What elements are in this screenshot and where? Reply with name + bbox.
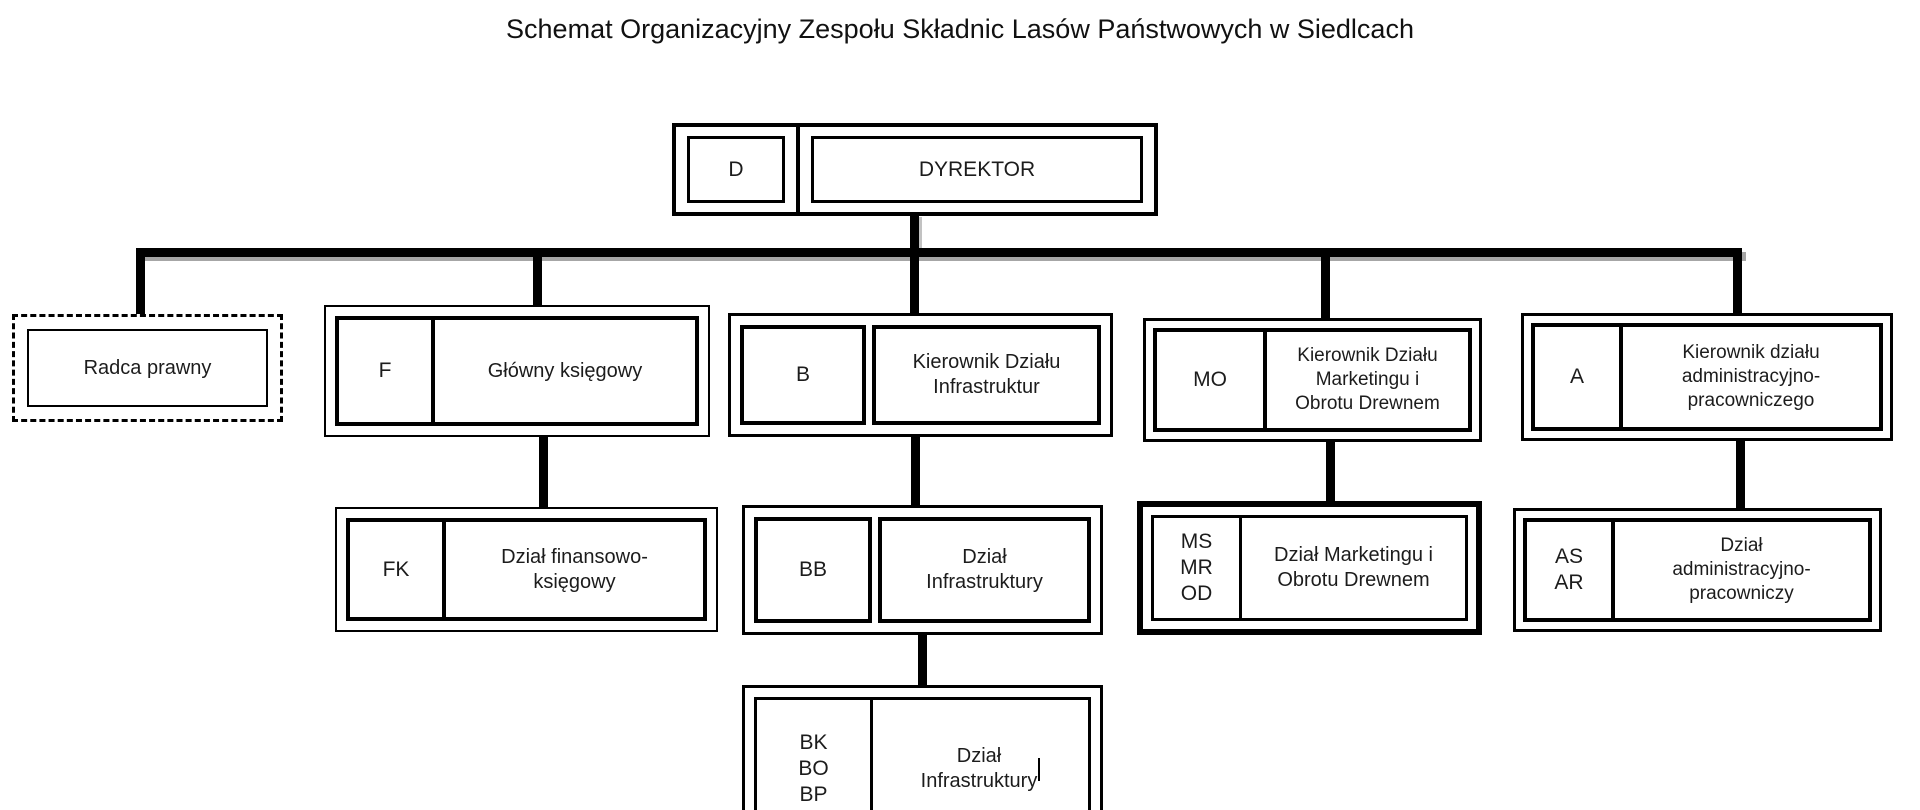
node-b-kierownik-infrastruktur[interactable]: B Kierownik Działu Infrastruktur — [728, 313, 1113, 437]
node-a-code: A — [1535, 327, 1623, 427]
node-ms-label: Dział Marketingu i Obrotu Drewnem — [1274, 544, 1433, 591]
connector-f-fk — [539, 435, 548, 511]
node-dyrektor[interactable]: D DYREKTOR — [672, 123, 1158, 216]
node-as-code: AS AR — [1527, 522, 1615, 618]
connector-mo-ms — [1326, 440, 1335, 505]
node-fk-dzial-finansowo-ksiegowy[interactable]: FK Dział finansowo- księgowy — [335, 507, 718, 632]
connector-b-bb — [911, 435, 920, 509]
connector-drop-a — [1733, 255, 1742, 315]
node-f-code: F — [339, 320, 435, 422]
connector-drop-radca — [136, 255, 145, 317]
connector-a-as — [1736, 438, 1745, 512]
node-radca-prawny-label: Radca prawny — [27, 329, 268, 407]
node-bb-label: Dział Infrastruktury — [878, 517, 1091, 623]
node-mo-code: MO — [1157, 332, 1267, 428]
diagram-title: Schemat Organizacyjny Zespołu Składnic L… — [506, 14, 1414, 44]
connector-dyrektor-stub — [910, 214, 919, 254]
node-fk-code: FK — [350, 522, 446, 617]
node-b-label: Kierownik Działu Infrastruktur — [872, 325, 1101, 425]
dyrektor-cell-divider — [796, 127, 800, 212]
connector-drop-f — [533, 255, 542, 309]
node-bk-label[interactable]: Dział Infrastruktury — [873, 700, 1088, 810]
node-dyrektor-code: D — [687, 136, 785, 203]
node-ms-dzial-marketingu[interactable]: MS MR OD Dział Marketingu i Obrotu Drewn… — [1137, 501, 1482, 635]
node-mo-kierownik-marketingu[interactable]: MO Kierownik Działu Marketingu i Obrotu … — [1143, 318, 1482, 442]
connector-trunk — [136, 248, 1742, 257]
node-f-glowny-ksiegowy[interactable]: F Główny księgowy — [324, 305, 710, 437]
node-a-kierownik-administracyjny[interactable]: A Kierownik działu administracyjno- prac… — [1521, 313, 1893, 441]
node-a-label: Kierownik działu administracyjno- pracow… — [1681, 342, 1821, 411]
node-bk-dzial-infrastruktury[interactable]: BK BO BP Dział Infrastruktury — [742, 685, 1103, 810]
node-fk-label: Dział finansowo- księgowy — [501, 545, 648, 593]
connector-drop-mo — [1321, 255, 1330, 322]
connector-bb-bk — [918, 633, 927, 689]
node-bk-code: BK BO BP — [757, 700, 873, 810]
node-radca-prawny[interactable]: Radca prawny — [12, 314, 283, 422]
node-bb-dzial-infrastruktury[interactable]: BB Dział Infrastruktury — [742, 505, 1103, 635]
connector-drop-b — [910, 255, 919, 317]
node-ms-code: MS MR OD — [1154, 518, 1242, 618]
node-b-code: B — [740, 325, 866, 425]
node-bk-label-text: Dział Infrastruktury — [920, 745, 1038, 792]
node-as-dzial-administracyjny[interactable]: AS AR Dział administracyjno- pracowniczy — [1513, 508, 1882, 632]
text-cursor — [1038, 757, 1041, 781]
node-f-label: Główny księgowy — [487, 359, 643, 382]
node-dyrektor-label: DYREKTOR — [811, 136, 1143, 203]
node-as-label: Dział administracyjno- pracowniczy — [1672, 535, 1811, 604]
node-mo-label: Kierownik Działu Marketingu i Obrotu Dre… — [1295, 345, 1440, 414]
node-bb-code: BB — [754, 517, 872, 623]
